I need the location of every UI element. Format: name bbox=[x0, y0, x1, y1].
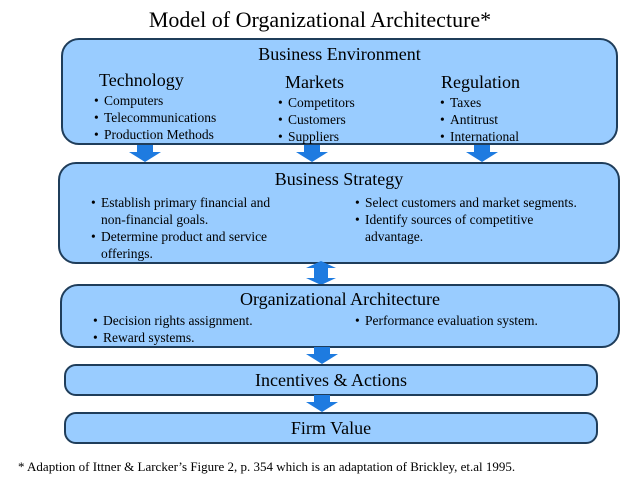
list-item: Establish primary financial and non-fina… bbox=[90, 194, 290, 228]
double-arrow-icon bbox=[306, 261, 336, 285]
down-arrow-icon bbox=[466, 145, 498, 162]
list-item: Competitors bbox=[277, 94, 355, 111]
down-arrow-icon bbox=[306, 395, 338, 412]
business-environment-heading: Business Environment bbox=[258, 44, 421, 64]
diagram-title: Model of Organizational Architecture* bbox=[148, 7, 492, 32]
list-item: Telecommunications bbox=[93, 109, 216, 126]
organizational-architecture-heading: Organizational Architecture bbox=[239, 289, 441, 309]
firm-value-box: Firm Value bbox=[64, 412, 598, 444]
list-item: Production Methods bbox=[93, 126, 216, 143]
list-item: Select customers and market segments. bbox=[354, 194, 584, 211]
list-item: Reward systems. bbox=[92, 329, 253, 346]
list-item: Determine product and service offerings. bbox=[90, 228, 290, 262]
business-environment-box: Business Environment Technology Computer… bbox=[61, 38, 618, 145]
list-item: Computers bbox=[93, 92, 216, 109]
footnote: * Adaption of Ittner & Larcker’s Figure … bbox=[18, 459, 516, 474]
down-arrow-icon bbox=[129, 145, 161, 162]
list-item: Identify sources of competitive advantag… bbox=[354, 211, 584, 245]
down-arrow-icon bbox=[306, 347, 338, 364]
list-item: International bbox=[439, 128, 520, 145]
incentives-actions-heading: Incentives & Actions bbox=[255, 370, 407, 390]
list-item: Performance evaluation system. bbox=[354, 312, 538, 329]
firm-value-heading: Firm Value bbox=[290, 418, 372, 438]
list-item: Decision rights assignment. bbox=[92, 312, 253, 329]
list-item: Antitrust bbox=[439, 111, 520, 128]
architecture-left-list: Decision rights assignment. Reward syste… bbox=[92, 312, 253, 346]
list-item: Suppliers bbox=[277, 128, 355, 145]
markets-heading: Markets bbox=[285, 72, 344, 92]
organizational-architecture-box: Organizational Architecture Decision rig… bbox=[60, 284, 620, 348]
technology-heading: Technology bbox=[99, 70, 184, 90]
business-strategy-box: Business Strategy Establish primary fina… bbox=[58, 162, 620, 264]
strategy-right-list: Select customers and market segments. Id… bbox=[354, 194, 584, 245]
regulation-heading: Regulation bbox=[441, 72, 520, 92]
technology-column: Technology Computers Telecommunications … bbox=[93, 69, 216, 143]
list-item: Taxes bbox=[439, 94, 520, 111]
architecture-right-list: Performance evaluation system. bbox=[354, 312, 538, 329]
down-arrow-icon bbox=[296, 145, 328, 162]
strategy-left-list: Establish primary financial and non-fina… bbox=[90, 194, 290, 262]
regulation-column: Regulation Taxes Antitrust International bbox=[439, 71, 520, 145]
markets-column: Markets Competitors Customers Suppliers bbox=[277, 71, 355, 145]
list-item: Customers bbox=[277, 111, 355, 128]
business-strategy-heading: Business Strategy bbox=[274, 169, 404, 189]
incentives-actions-box: Incentives & Actions bbox=[64, 364, 598, 396]
